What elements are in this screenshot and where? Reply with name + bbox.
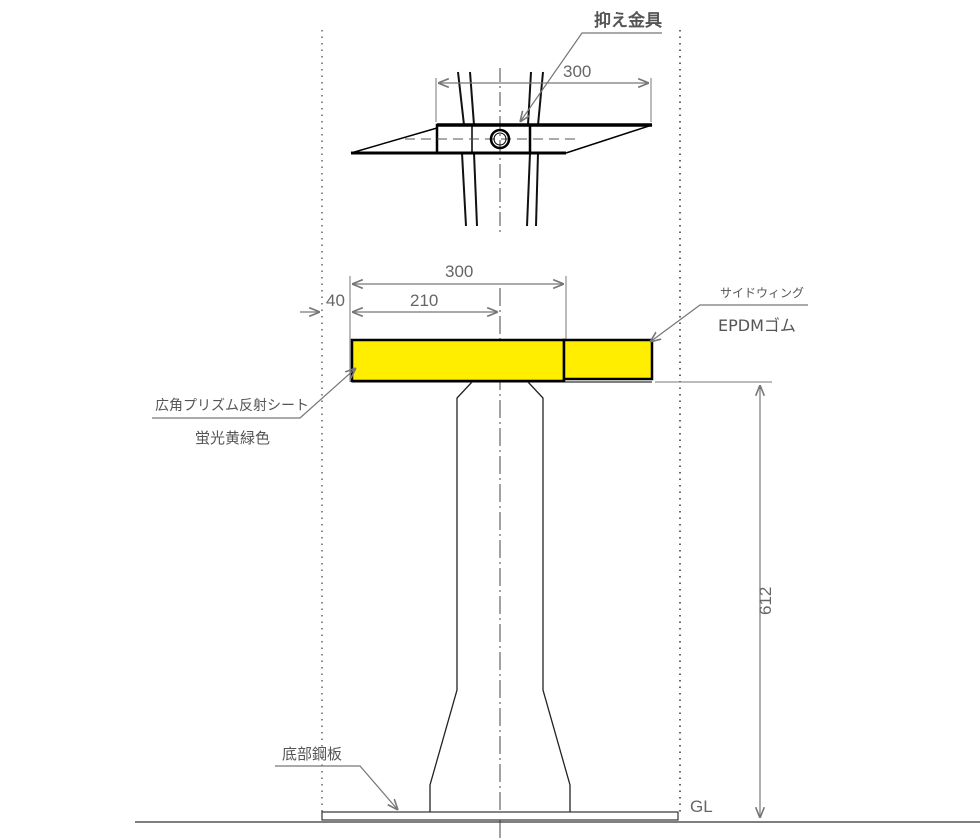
dim-top-width: 300 [563,62,591,81]
label-sheet-color: 蛍光黄緑色 [195,429,270,447]
side-view: 300 210 40 GL 612 サイドウィング EPDMゴム 広角プリズム反… [135,262,980,838]
reflector-sheet [350,338,566,383]
label-clamp: 抑え金具 [594,10,662,31]
base-plate [321,811,679,821]
label-reflector-sheet: 広角プリズム反射シート [155,398,309,414]
dim-side-total: 300 [445,262,473,281]
clamp-bracket [435,123,532,155]
label-side-wing: サイドウィング [720,286,804,300]
dim-height: 612 [756,587,775,615]
label-material: EPDMゴム [718,316,796,335]
label-ground: GL [690,797,713,816]
bolt [489,128,511,150]
dim-side-offset: 40 [326,291,345,310]
label-base-plate: 底部鋼板 [282,745,342,763]
side-wing [562,338,654,381]
top-view: 300 抑え金具 [350,10,662,232]
post-body [429,381,473,812]
dim-side-center: 210 [410,291,438,310]
